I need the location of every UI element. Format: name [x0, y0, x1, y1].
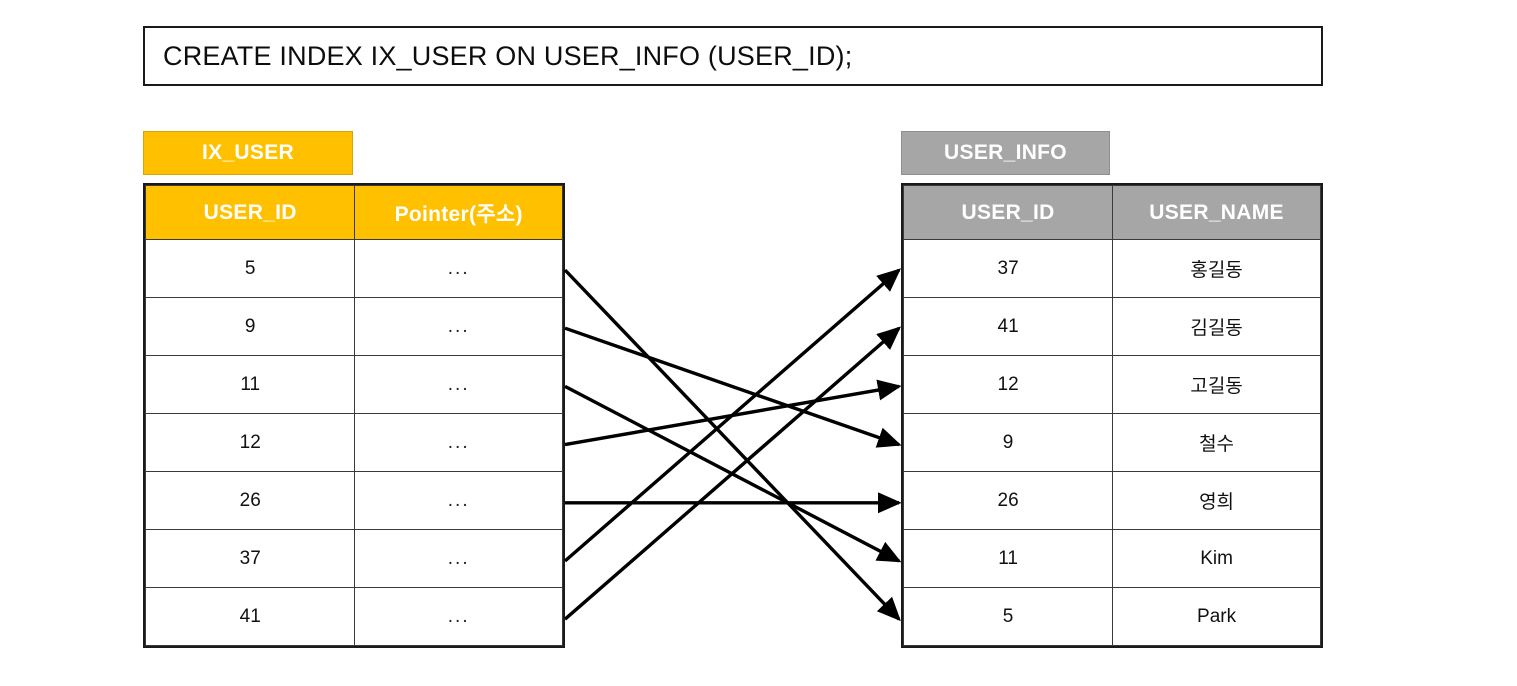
index-table-row: 9... [144, 297, 563, 356]
heap-cell-user-id: 37 [902, 239, 1114, 298]
index-cell-user-id: 37 [144, 529, 356, 588]
index-cell-user-id: 5 [144, 239, 356, 298]
index-cell-user-id: 41 [144, 587, 356, 646]
index-table-row: 12... [144, 413, 563, 472]
index-cell-user-id: 12 [144, 413, 356, 472]
heap-header-row: USER_ID USER_NAME [902, 185, 1321, 240]
heap-column-header-user-name: USER_NAME [1112, 185, 1321, 240]
index-cell-pointer: ... [354, 529, 563, 588]
sql-statement-text: CREATE INDEX IX_USER ON USER_INFO (USER_… [163, 40, 853, 71]
index-table-tab: IX_USER [143, 131, 353, 175]
heap-cell-user-name: 홍길동 [1112, 239, 1321, 298]
heap-cell-user-name: 김길동 [1112, 297, 1321, 356]
index-table-block: IX_USER USER_ID Pointer(주소) 5...9...11..… [143, 131, 565, 648]
index-table-row: 26... [144, 471, 563, 530]
index-table-row: 11... [144, 355, 563, 414]
index-table-row: 5... [144, 239, 563, 298]
heap-cell-user-id: 11 [902, 529, 1114, 588]
heap-table-tab: USER_INFO [901, 131, 1110, 175]
heap-cell-user-name: Park [1112, 587, 1321, 646]
index-cell-user-id: 9 [144, 297, 356, 356]
pointer-arrow [564, 326, 902, 448]
heap-cell-user-id: 26 [902, 471, 1114, 530]
index-cell-pointer: ... [354, 297, 563, 356]
index-table-row: 37... [144, 529, 563, 588]
index-table-grid: USER_ID Pointer(주소) 5...9...11...12...26… [143, 183, 565, 648]
heap-column-header-user-id: USER_ID [902, 185, 1114, 240]
index-cell-pointer: ... [354, 239, 563, 298]
heap-cell-user-id: 9 [902, 413, 1114, 472]
index-cell-pointer: ... [354, 587, 563, 646]
index-header-row: USER_ID Pointer(주소) [144, 185, 563, 240]
heap-cell-user-name: 영희 [1112, 471, 1321, 530]
index-cell-user-id: 11 [144, 355, 356, 414]
heap-cell-user-name: Kim [1112, 529, 1321, 588]
pointer-arrow [563, 326, 902, 621]
index-column-header-pointer: Pointer(주소) [354, 185, 563, 240]
heap-cell-user-id: 41 [902, 297, 1114, 356]
index-cell-user-id: 26 [144, 471, 356, 530]
heap-cell-user-name: 고길동 [1112, 355, 1321, 414]
index-cell-pointer: ... [354, 471, 563, 530]
pointer-arrow [563, 268, 901, 622]
index-cell-pointer: ... [354, 355, 563, 414]
pointer-arrow [563, 268, 902, 563]
sql-statement-box: CREATE INDEX IX_USER ON USER_INFO (USER_… [143, 26, 1323, 86]
pointer-arrow [564, 379, 902, 447]
heap-cell-user-name: 철수 [1112, 413, 1321, 472]
heap-cell-user-id: 12 [902, 355, 1114, 414]
index-table-row: 41... [144, 587, 563, 646]
pointer-arrow [564, 384, 902, 563]
index-cell-pointer: ... [354, 413, 563, 472]
pointer-arrow-group [563, 268, 902, 622]
heap-cell-user-id: 5 [902, 587, 1114, 646]
index-column-header-user-id: USER_ID [144, 185, 356, 240]
